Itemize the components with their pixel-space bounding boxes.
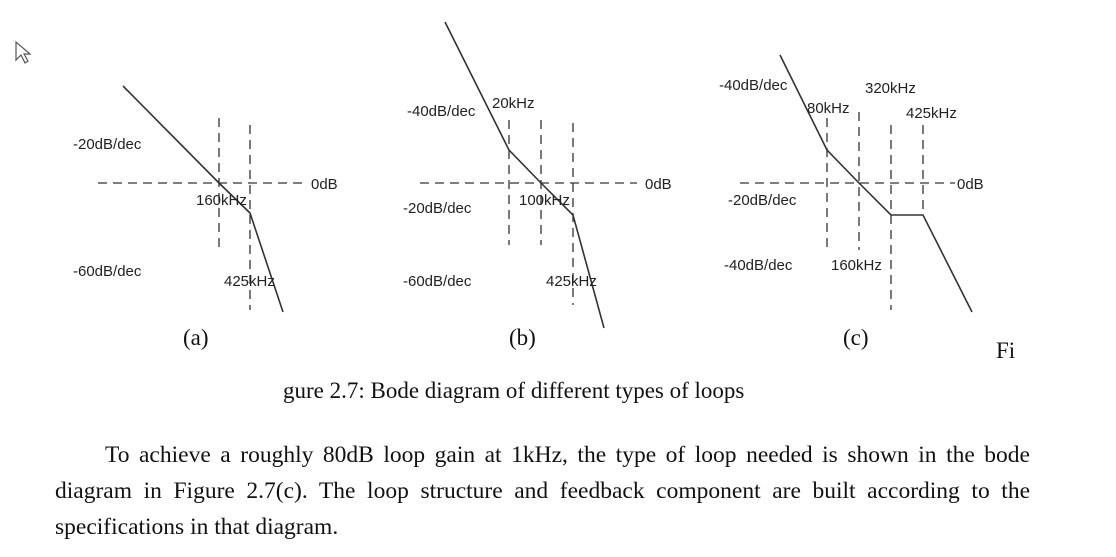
panel-a-freq1-label: 160kHz (196, 192, 247, 209)
mouse-pointer-icon (15, 40, 32, 64)
panel-a-label: (a) (183, 325, 209, 350)
bode-panel-a (98, 85, 305, 313)
panel-c-slope-bottom-label: -40dB/dec (724, 257, 793, 274)
panel-b-slope-top-label: -40dB/dec (407, 103, 476, 120)
panel-a-slope-top-label: -20dB/dec (73, 136, 142, 153)
panel-c-freq-320-label: 320kHz (865, 80, 916, 97)
bode-panel-b (420, 21, 637, 329)
bode-panel-c (740, 54, 973, 313)
panel-c-freq-160-label: 160kHz (831, 257, 882, 274)
body-paragraph: To achieve a roughly 80dB loop gain at 1… (55, 442, 1030, 540)
panel-b-freq-bottom-label: 425kHz (546, 273, 597, 290)
panel-b-slope-bottom-label: -60dB/dec (403, 273, 472, 290)
panel-c-freq-425-label: 425kHz (906, 105, 957, 122)
caption-prefix: Fi (996, 338, 1016, 363)
panel-c-slope-mid-label: -20dB/dec (728, 192, 797, 209)
panel-b-label: (b) (509, 325, 536, 350)
panel-b-0db-label: 0dB (645, 176, 672, 193)
panel-a-freq2-label: 425kHz (224, 273, 275, 290)
panel-c-slope-top-label: -40dB/dec (719, 77, 788, 94)
panel-b-freq-top-label: 20kHz (492, 95, 535, 112)
panel-c-0db-label: 0dB (957, 176, 984, 193)
panel-c-freq-80-label: 80kHz (807, 100, 850, 117)
panel-c-label: (c) (843, 325, 869, 350)
bode-figure: -20dB/dec -60dB/dec 0dB 160kHz 425kHz (a… (15, 21, 984, 350)
panel-a-0db-label: 0dB (311, 176, 338, 193)
panel-a-slope-bottom-label: -60dB/dec (73, 263, 142, 280)
panel-b-freq-mid-label: 100kHz (519, 192, 570, 209)
panel-b-slope-mid-label: -20dB/dec (403, 200, 472, 217)
figure-caption: gure 2.7: Bode diagram of different type… (283, 378, 745, 403)
